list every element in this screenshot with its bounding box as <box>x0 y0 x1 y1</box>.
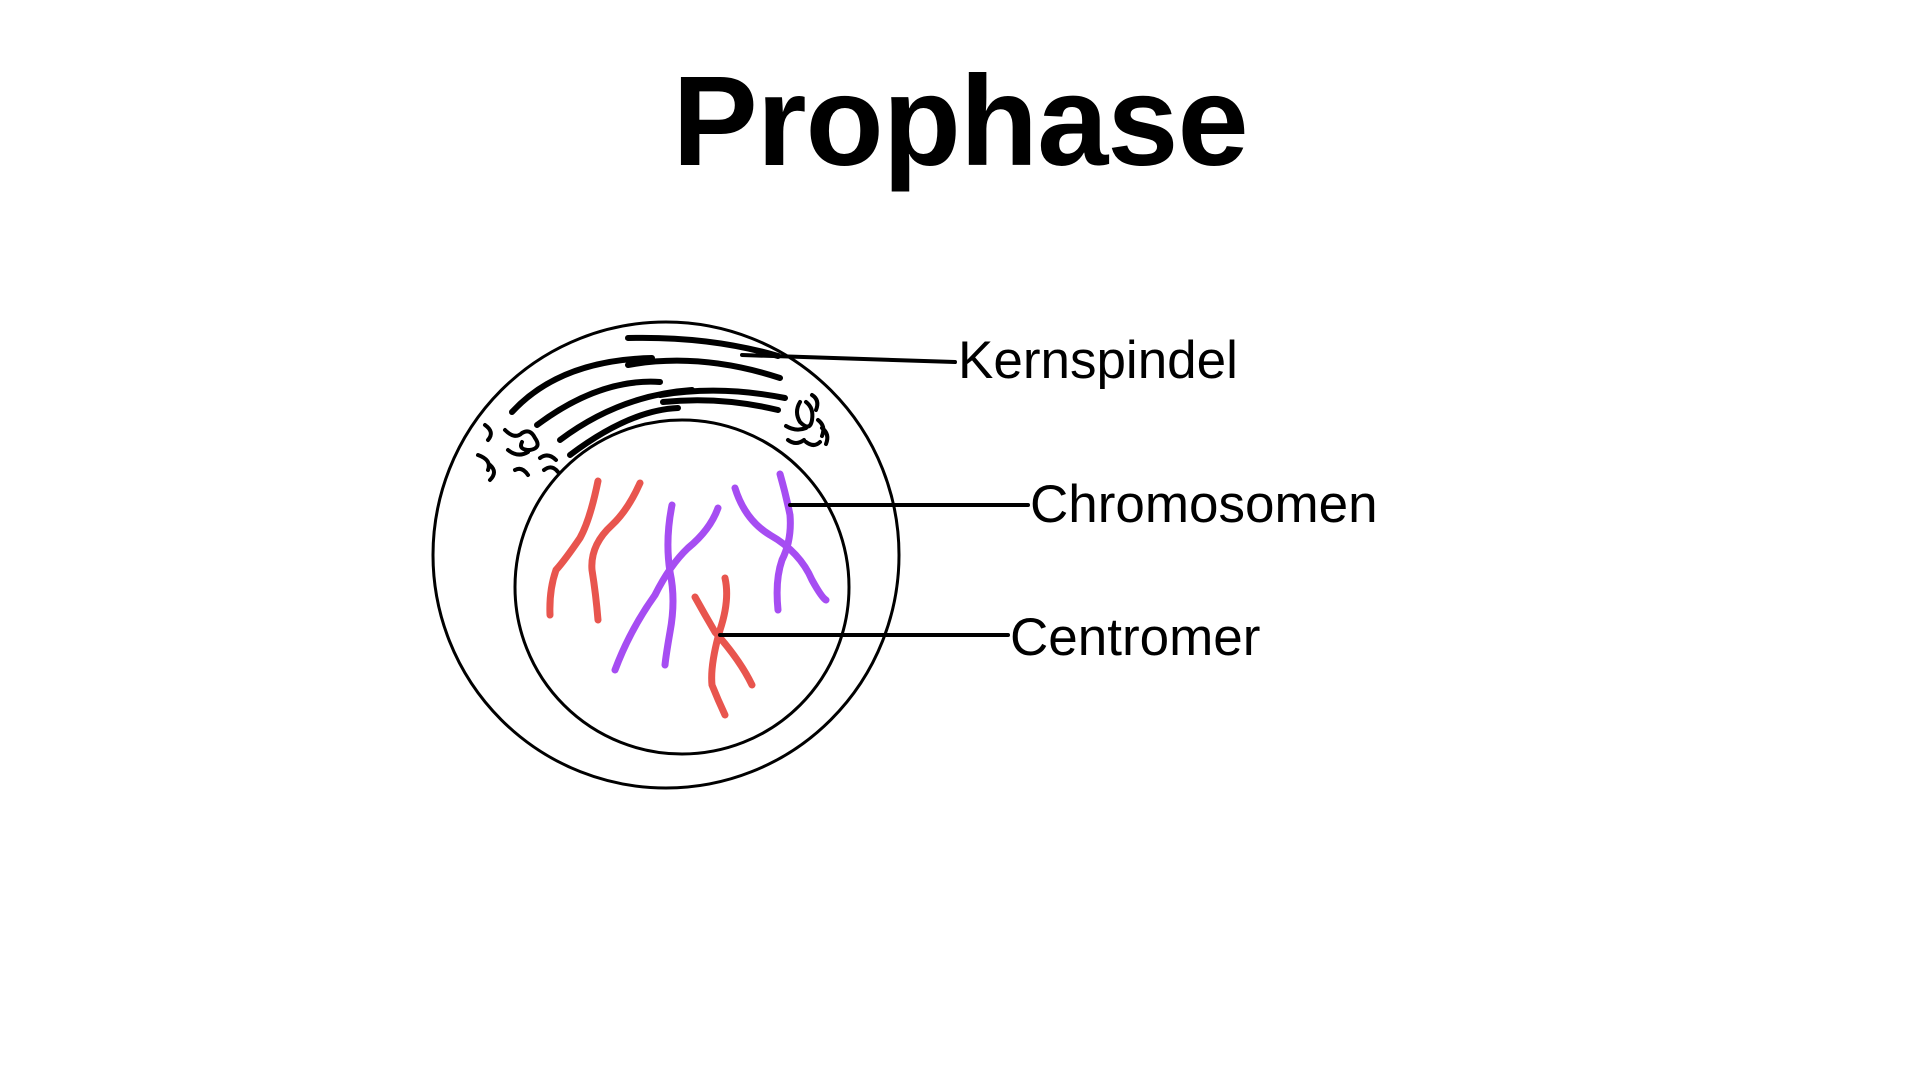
centriole-left <box>476 423 560 482</box>
chromosome-purple-middle <box>611 501 722 674</box>
chromosome-red-left <box>546 477 644 624</box>
leader-line-kernspindel <box>740 353 957 364</box>
chromosome-purple-right <box>731 470 830 614</box>
nuclear-envelope <box>513 418 851 756</box>
chromosome-red-bottom <box>691 574 756 719</box>
label-centromer: Centromer <box>1010 608 1260 667</box>
label-kernspindel: Kernspindel <box>958 331 1238 390</box>
spindle-fibers <box>509 334 788 458</box>
cell-membrane <box>431 320 901 790</box>
label-chromosomen: Chromosomen <box>1030 475 1378 534</box>
centriole-right <box>784 393 830 447</box>
page-title: Prophase <box>672 50 1248 193</box>
leader-lines <box>718 353 1030 637</box>
